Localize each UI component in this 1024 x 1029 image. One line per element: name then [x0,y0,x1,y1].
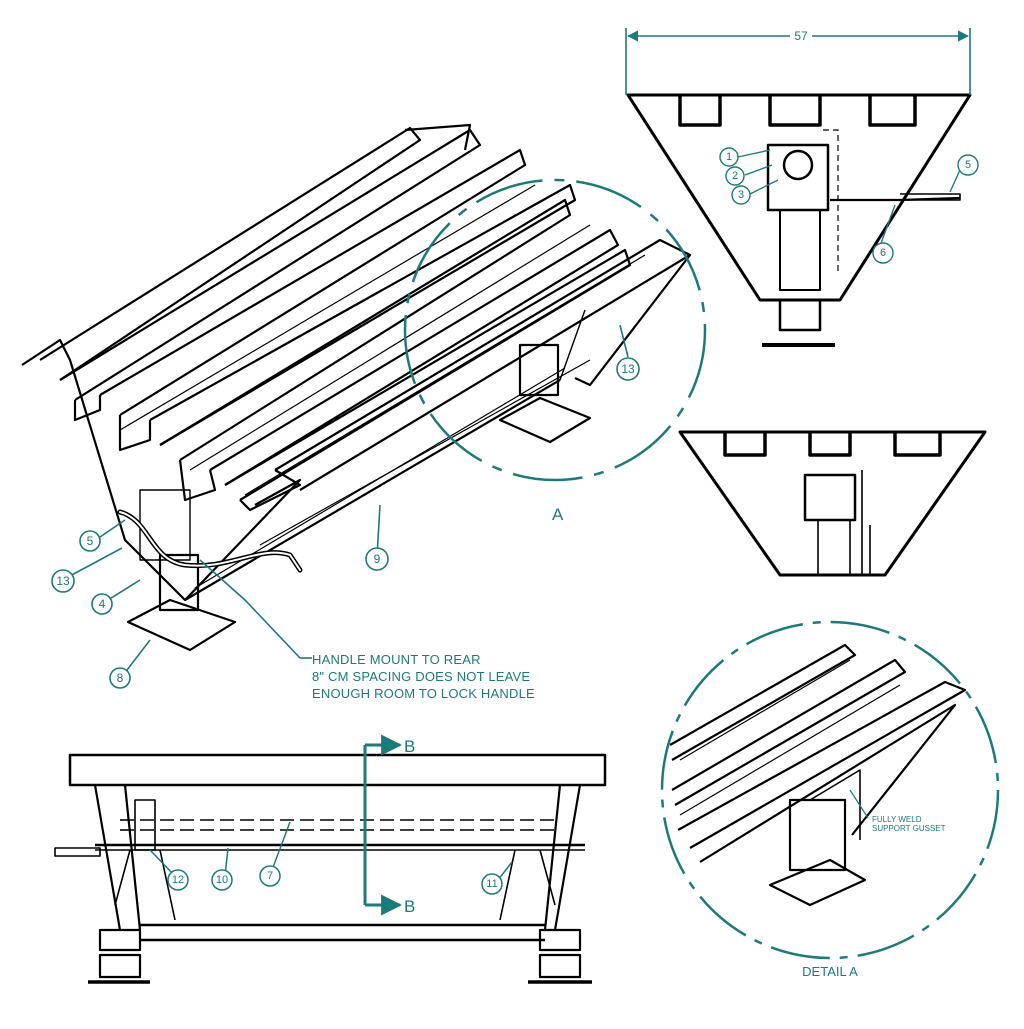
callout-5-iso: 5 [87,534,94,548]
callout-12: 12 [172,874,184,886]
trough-channels [39,126,692,512]
iso-bubbles [51,357,640,689]
note-line-3: ENOUGH ROOM TO LOCK HANDLE [312,686,535,701]
end-view-bubbles [719,147,979,264]
note-line-2: 8" CM SPACING DOES NOT LEAVE [312,669,530,684]
callout-6: 6 [880,247,886,259]
detail-note-line-2: SUPPORT GUSSET [872,824,946,833]
detail-circle-a [403,178,707,482]
isometric-view [21,123,692,652]
detail-title: DETAIL A [802,964,858,979]
base-plate-left [126,598,237,652]
section-marker-bottom: B [404,897,415,916]
front-elevation [54,753,607,984]
detail-circle-label: A [552,505,564,524]
iso-legs [139,343,560,612]
section-line-b [363,734,403,916]
iso-callouts [67,324,629,675]
callout-7: 7 [267,870,273,882]
end-view-top [626,93,972,347]
detail-note-line-1: FULLY WELD [872,815,922,824]
front-callouts [149,821,513,881]
callout-5-end: 5 [965,159,971,171]
detail-a-view [660,620,1000,960]
callout-13-left: 13 [56,574,70,588]
end-view-callouts [737,149,961,247]
note-line-1: HANDLE MOUNT TO REAR [312,652,481,667]
callout-4: 4 [99,597,106,611]
callout-8: 8 [117,671,124,685]
callout-9: 9 [374,552,381,566]
callout-2: 2 [732,170,738,182]
hopper-side-plate [21,338,302,602]
callout-10: 10 [216,874,228,886]
callout-13-right: 13 [621,362,635,376]
base-plate-right [498,396,592,444]
section-marker-top: B [404,737,415,756]
section-view [678,430,987,577]
callout-3: 3 [738,189,744,201]
callout-1: 1 [726,151,732,163]
dimension-57-label: 57 [794,29,808,43]
dimension-57 [625,28,971,95]
callout-11: 11 [486,878,497,890]
front-bubbles [167,865,503,895]
